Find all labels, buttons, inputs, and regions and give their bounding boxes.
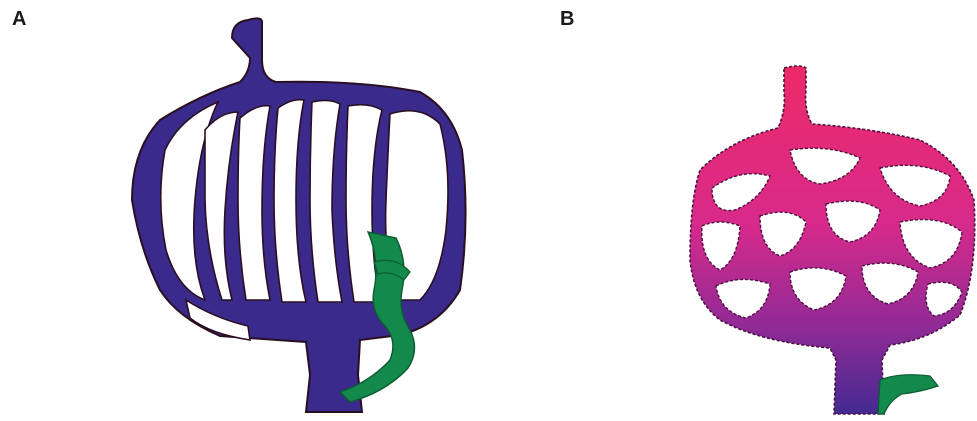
panel-b-lymphatic-vessel [878,375,938,414]
panel-b-network [690,66,975,414]
panel-a-network [132,18,466,412]
